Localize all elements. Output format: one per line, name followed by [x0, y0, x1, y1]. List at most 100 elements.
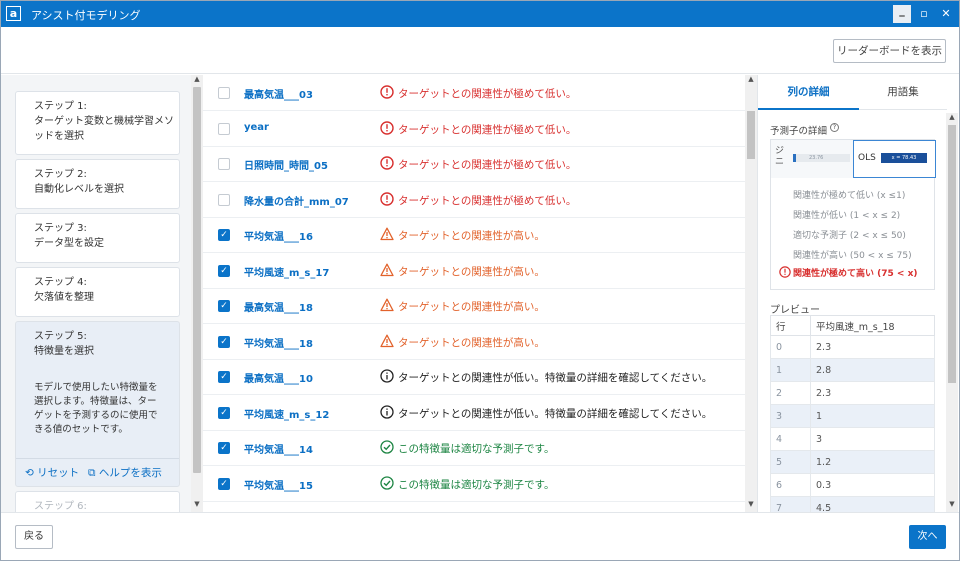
ols-metric[interactable]: OLS x = 78.43: [853, 140, 936, 178]
step-description: 特徴量を選択: [34, 346, 94, 357]
tab-glossary[interactable]: 用語集: [859, 75, 947, 110]
feature-name[interactable]: 平均気温___14: [244, 445, 313, 456]
top-toolbar: リーダーボードを表示: [1, 27, 959, 74]
steps-scrollbar[interactable]: ▲ ▼: [191, 75, 203, 512]
step-1[interactable]: ステップ 1: ターゲット変数と機械学習メソッドを選択: [15, 91, 180, 155]
info-icon[interactable]: ?: [830, 123, 840, 132]
feature-checkbox[interactable]: [218, 122, 230, 135]
step-3[interactable]: ステップ 3: データ型を設定: [15, 213, 180, 263]
step-description: ターゲット変数と機械学習メソッドを選択: [34, 116, 174, 142]
warning-triangle-icon: [380, 227, 394, 241]
step-5: ステップ 5: 特徴量を選択 モデルで使用したい特徴量を選択します。特徴量は、タ…: [15, 321, 180, 487]
predictor-details-title: 予測子の詳細?: [770, 123, 840, 137]
preview-row-index: 1: [770, 358, 811, 382]
feature-name[interactable]: 日照時間_時間_05: [244, 161, 328, 172]
feature-checkbox[interactable]: [218, 87, 230, 99]
feature-checkbox[interactable]: ✓: [218, 335, 230, 348]
step-detail: モデルで使用したい特徴量を選択します。特徴量は、ターゲットを予測するのに使用でき…: [34, 382, 158, 435]
feature-name[interactable]: year: [244, 121, 269, 133]
feature-checkbox[interactable]: ✓: [218, 371, 230, 383]
feature-list-scrollbar[interactable]: ▲ ▼: [745, 75, 757, 512]
preview-header-row: 行: [770, 315, 811, 336]
preview-row-index: 0: [770, 335, 811, 359]
feature-checkbox[interactable]: ✓: [218, 300, 230, 312]
feature-name[interactable]: 平均気温___16: [244, 232, 313, 243]
scroll-up-icon[interactable]: ▲: [194, 75, 200, 83]
reset-link[interactable]: ⟲ リセット: [25, 467, 80, 479]
show-leaderboard-button[interactable]: リーダーボードを表示: [833, 39, 946, 63]
alert-circle-icon: [779, 266, 791, 278]
feature-checkbox[interactable]: ✓: [218, 264, 230, 277]
preview-header-column: 平均風速_m_s_18: [810, 315, 935, 336]
feature-name[interactable]: 最高気温___03: [244, 90, 313, 101]
scroll-down-icon[interactable]: ▼: [949, 500, 955, 508]
title-bar: a アシスト付モデリング _ ▫ ✕: [1, 1, 959, 27]
feature-name[interactable]: 平均風速_m_s_12: [244, 409, 330, 421]
step-title: ステップ 4:: [34, 277, 87, 288]
gini-metric[interactable]: ジニ 23.76: [771, 140, 853, 178]
step-4[interactable]: ステップ 4: 欠落値を整理: [15, 267, 180, 317]
step-description: 自動化レベルを選択: [34, 184, 124, 195]
feature-checkbox[interactable]: [218, 158, 230, 170]
feature-name[interactable]: 平均気温___15: [244, 480, 313, 492]
scroll-down-icon[interactable]: ▼: [748, 500, 754, 508]
feature-checkbox[interactable]: ✓: [218, 406, 230, 419]
feature-name[interactable]: 平均風速_m_s_17: [244, 267, 330, 279]
preview-row-index: 3: [770, 404, 811, 428]
close-icon[interactable]: ✕: [941, 7, 951, 20]
details-scrollbar[interactable]: ▲ ▼: [946, 113, 958, 512]
external-link-icon: ⧉: [88, 467, 96, 479]
tab-column-details[interactable]: 列の詳細: [758, 75, 859, 110]
legend-very-low: 関連性が極めて低い (x ≤1): [793, 191, 906, 201]
preview-cell: 2.8: [810, 358, 935, 382]
feature-name[interactable]: 降水量の合計_mm_07: [244, 196, 349, 208]
next-button[interactable]: 次へ: [909, 525, 946, 549]
preview-row-index: 7: [770, 496, 811, 512]
step-title: ステップ 1:: [34, 101, 87, 112]
scroll-down-icon[interactable]: ▼: [194, 500, 200, 508]
scroll-thumb[interactable]: [193, 87, 201, 473]
feature-name[interactable]: 最高気温___18: [244, 303, 313, 314]
back-button[interactable]: 戻る: [15, 525, 53, 549]
feature-name[interactable]: 最高気温___10: [244, 374, 313, 385]
preview-row-index: 4: [770, 427, 811, 451]
step-title: ステップ 6:: [34, 501, 87, 512]
feature-checkbox[interactable]: ✓: [218, 442, 230, 454]
legend-low: 関連性が低い (1 < x ≤ 2): [793, 211, 901, 221]
help-link[interactable]: ⧉ ヘルプを表示: [88, 467, 162, 479]
feature-checkbox[interactable]: [218, 193, 230, 206]
step-title: ステップ 5:: [34, 331, 87, 342]
minimize-icon[interactable]: _: [893, 5, 911, 23]
feature-checkbox[interactable]: ✓: [218, 477, 230, 490]
alert-circle-icon: [380, 191, 394, 206]
feature-checkbox[interactable]: ✓: [218, 229, 230, 241]
maximize-icon[interactable]: ▫: [920, 7, 928, 20]
scroll-up-icon[interactable]: ▲: [949, 113, 955, 121]
reset-icon: ⟲: [25, 467, 34, 479]
step-2[interactable]: ステップ 2: 自動化レベルを選択: [15, 159, 180, 209]
scroll-thumb[interactable]: [948, 125, 956, 383]
alert-circle-icon: [380, 120, 394, 135]
feature-name[interactable]: 平均気温___18: [244, 338, 313, 350]
scroll-up-icon[interactable]: ▲: [748, 75, 754, 83]
preview-cell: 0.3: [810, 473, 935, 497]
gini-bar: [793, 154, 796, 162]
scroll-thumb[interactable]: [747, 111, 755, 159]
gini-bar-track: [793, 154, 850, 162]
